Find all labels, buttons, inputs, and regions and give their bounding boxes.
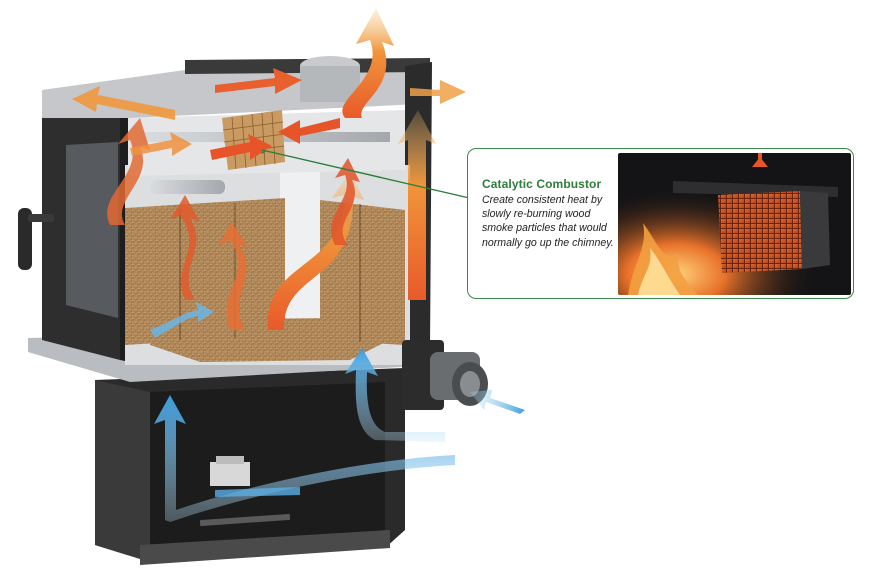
combustor-photo [618,153,851,295]
callout-leader-line [261,149,479,201]
callout-text: Catalytic Combustor Create consistent he… [482,177,620,250]
handle-icon [18,208,54,270]
callout-body: Create consistent heat by slowly re-burn… [482,194,614,249]
cool-air-arrow-icon [150,302,525,522]
callout-title: Catalytic Combustor [482,177,602,191]
fan-icon [402,340,488,410]
catalytic-combustor-callout: Catalytic Combustor Create consistent he… [467,148,854,299]
hot-air-arrow-icon [72,8,466,330]
